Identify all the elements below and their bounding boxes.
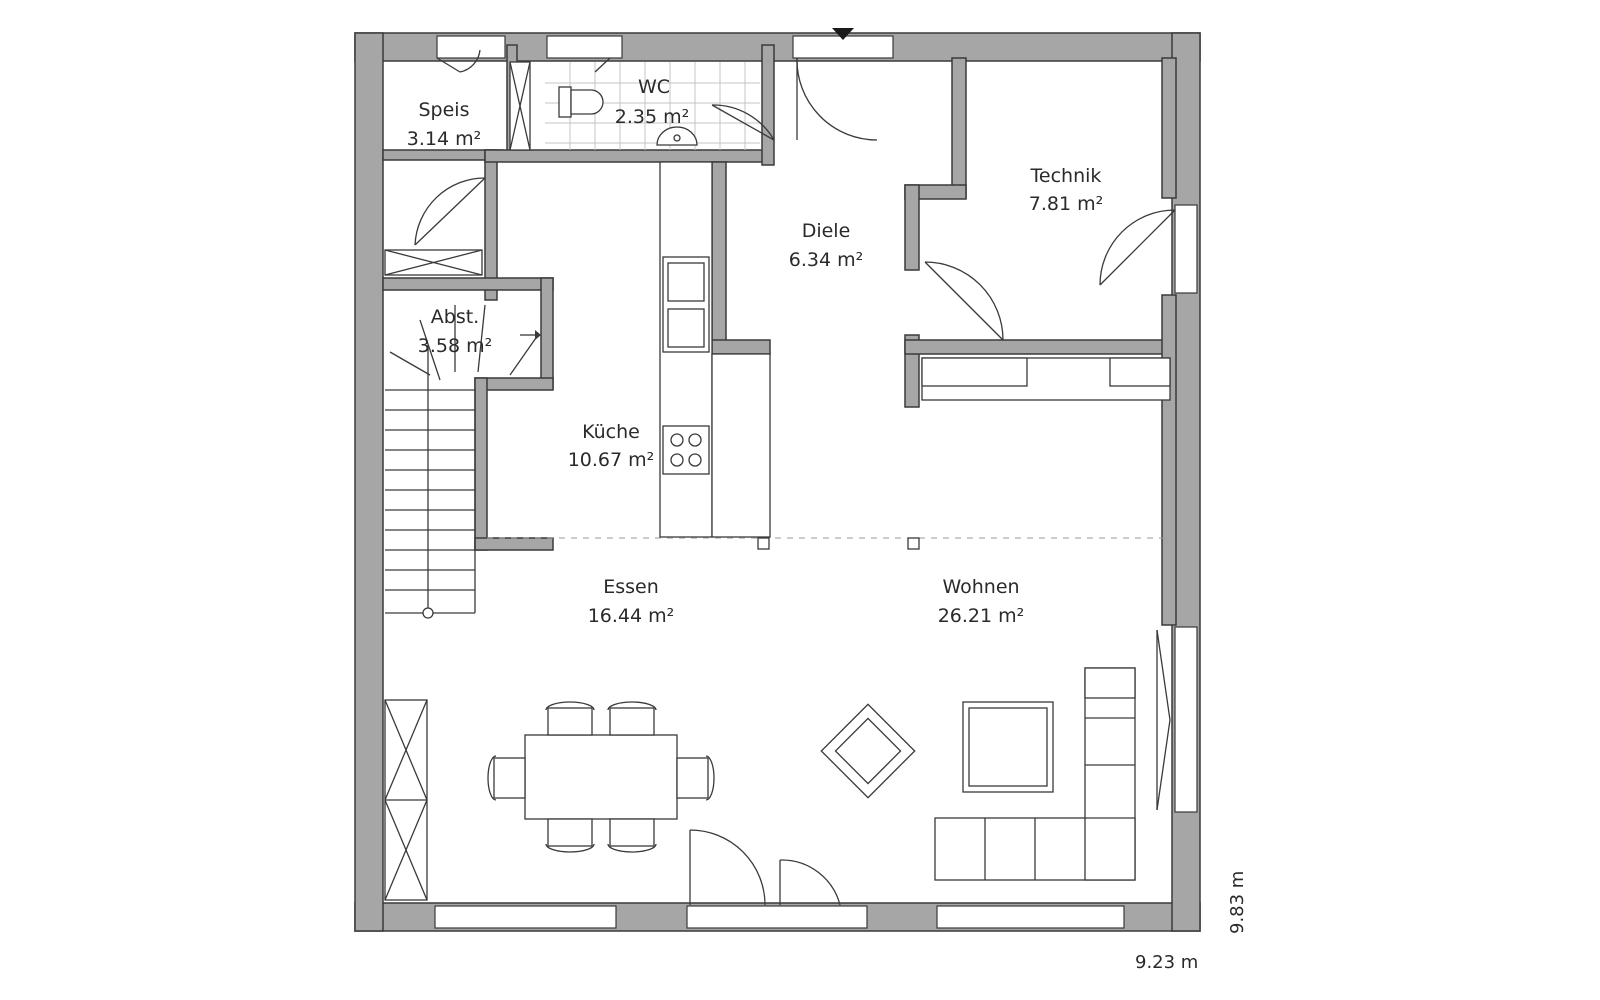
column — [907, 537, 920, 550]
speis-area: 3.14 m² — [407, 128, 481, 150]
kitchen-sink-icon — [662, 256, 710, 353]
abst-area: 3.58 m² — [418, 335, 492, 357]
technik-name: Technik — [1030, 165, 1102, 187]
essen-name: Essen — [603, 576, 659, 598]
dining-table — [524, 734, 678, 820]
wc-area: 2.35 m² — [615, 106, 689, 128]
wohnen-name: Wohnen — [942, 576, 1019, 598]
room-label-wohnen: Wohnen 26.21 m² — [938, 576, 1025, 627]
kueche-area: 10.67 m² — [568, 449, 655, 471]
coffee-table — [962, 701, 1054, 793]
entrance-arrow-icon — [832, 28, 854, 40]
essen-area: 16.44 m² — [588, 605, 675, 627]
technik-area: 7.81 m² — [1029, 193, 1103, 215]
doors — [414, 49, 1176, 906]
room-label-diele: Diele 6.34 m² — [789, 220, 863, 271]
staircase — [385, 304, 541, 619]
room-label-essen: Essen 16.44 m² — [588, 576, 675, 627]
windows — [434, 35, 1198, 929]
speis-name: Speis — [419, 99, 470, 121]
armchair — [820, 703, 916, 799]
width-dimension: 9.23 m — [1135, 952, 1198, 973]
hall-closet — [384, 249, 483, 276]
room-label-wc: WC 2.35 m² — [615, 76, 689, 128]
room-label-technik: Technik 7.81 m² — [1029, 165, 1103, 215]
depth-dimension: 9.83 m — [1227, 871, 1248, 934]
column — [757, 537, 770, 550]
room-label-kueche: Küche 10.67 m² — [568, 421, 655, 471]
wohnen-area: 26.21 m² — [938, 605, 1025, 627]
cooktop-icon — [662, 425, 710, 475]
diele-area: 6.34 m² — [789, 249, 863, 271]
diele-name: Diele — [802, 220, 851, 242]
wash-basin-icon — [656, 126, 698, 146]
room-label-speis: Speis 3.14 m² — [407, 99, 481, 150]
wc-name: WC — [638, 76, 670, 98]
dining-chairs — [487, 701, 715, 853]
room-label-abst: Abst. 3.58 m² — [418, 306, 492, 357]
dining-cabinet — [384, 699, 428, 901]
abst-name: Abst. — [431, 306, 479, 328]
kueche-name: Küche — [582, 421, 640, 443]
toilet-icon — [558, 86, 604, 118]
speis-shelf — [509, 61, 531, 151]
technik-counter — [921, 357, 1171, 401]
corner-sofa — [934, 667, 1136, 881]
